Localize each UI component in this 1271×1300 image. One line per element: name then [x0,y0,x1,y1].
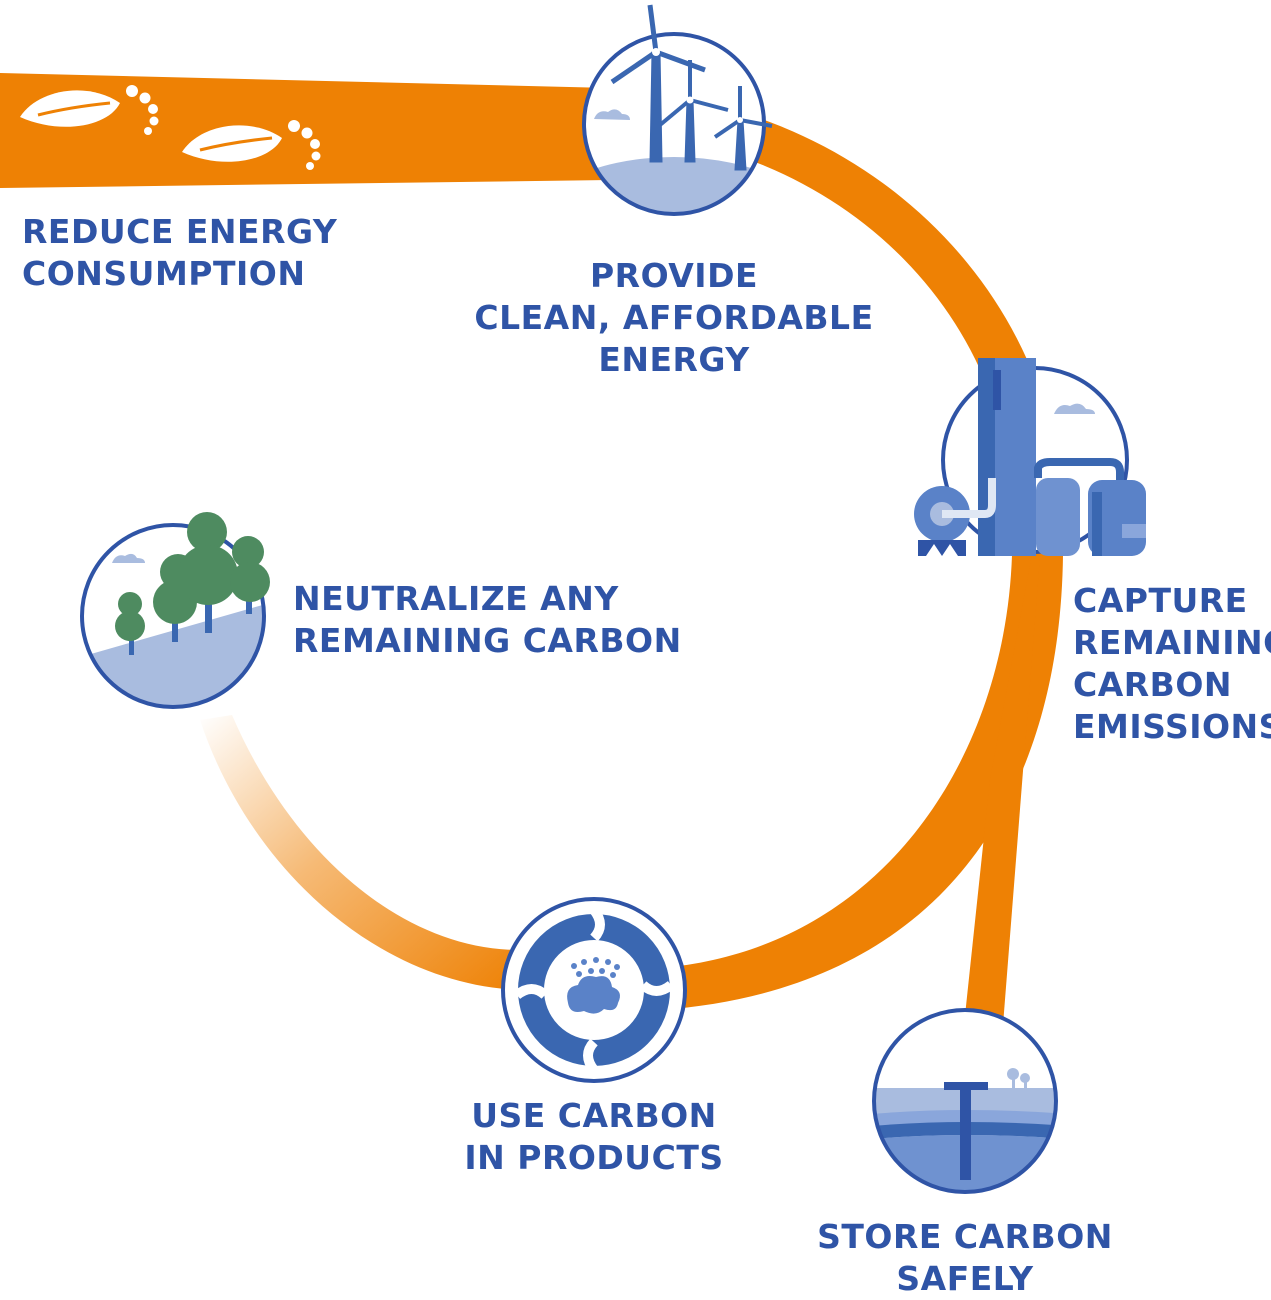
label-line: ENERGY [598,340,750,379]
label-line: REMAINING [1073,623,1271,662]
label-line: PROVIDE [589,256,759,295]
footprints-icon [20,85,321,170]
label-line: EMISSIONS [1073,707,1271,746]
carbon-recycle-icon [501,897,687,1083]
label-line: CLEAN, AFFORDABLE [474,298,874,337]
underground-storage-icon [872,1008,1058,1194]
label-line: CARBON [1073,665,1232,704]
flow-branch-band [964,555,1040,1025]
flow-lower-arc [660,555,1063,1010]
label-line: CONSUMPTION [22,254,306,293]
label-line: REDUCE ENERGY [22,212,338,251]
label-line: IN PRODUCTS [464,1138,724,1177]
label-line: USE CARBON [471,1096,717,1135]
label-line: NEUTRALIZE ANY [293,579,619,618]
label-line: CAPTURE [1073,581,1248,620]
flow-fade-arc [200,715,520,990]
trees-icon [80,512,270,709]
capture-plant-icon [914,358,1146,556]
label-line: SAFELY [896,1259,1034,1298]
label-line: REMAINING CARBON [293,621,682,660]
label-line: STORE CARBON [817,1217,1113,1256]
